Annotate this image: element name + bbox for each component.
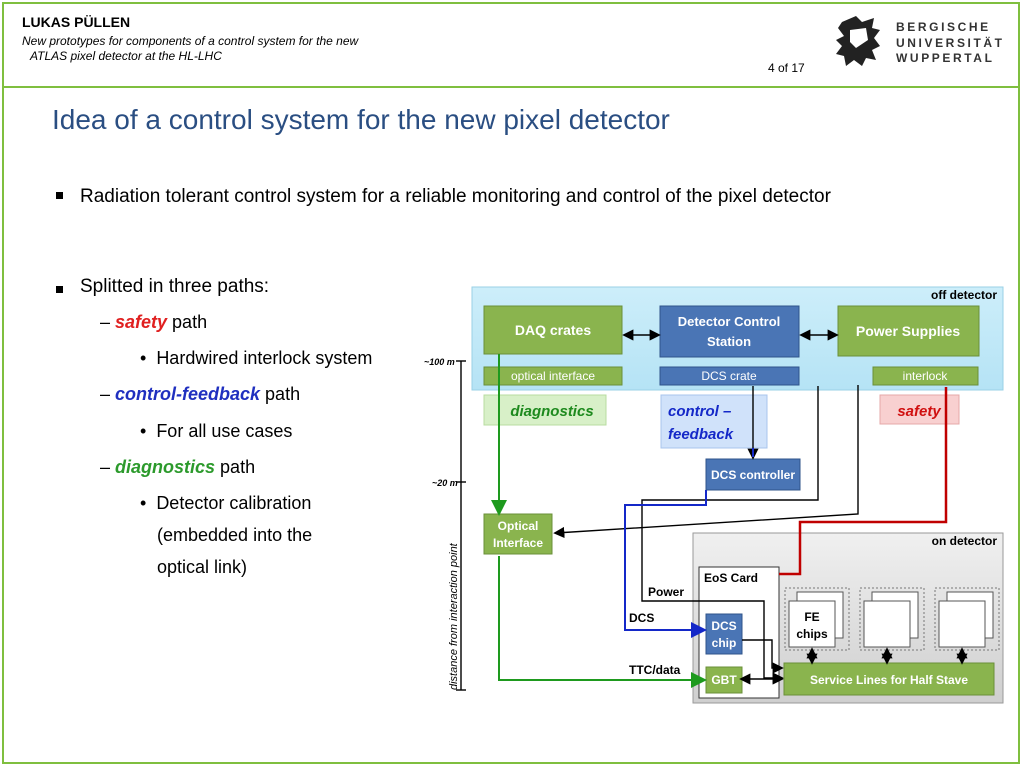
ttc-data-label: TTC/data — [629, 663, 681, 677]
dcs-station-box — [659, 305, 800, 358]
daq-crates-label: DAQ crates — [515, 322, 591, 338]
on-detector-label: on detector — [932, 534, 998, 548]
diagnostics-path — [491, 354, 707, 688]
safety-path — [779, 387, 948, 576]
logo-line-2: UNIVERSITÄT — [896, 35, 1005, 50]
power-supplies-label: Power Supplies — [856, 323, 960, 339]
control-feedback-path — [624, 448, 754, 638]
safety-item-text: Hardwired interlock system — [156, 348, 373, 368]
cf-emphasis: control-feedback — [115, 384, 261, 404]
fe-chip-group-1: FE chips — [784, 587, 850, 651]
dcs-crate-label: DCS crate — [701, 369, 757, 383]
logo-line-1: BERGISCHE — [896, 20, 991, 34]
distance-20m-label: ~20 m — [432, 478, 458, 488]
control-feedback-tag — [660, 394, 768, 449]
sub-diagnostics: – diagnostics path — [100, 457, 256, 477]
daq-crates-box — [483, 305, 623, 355]
dcs-station-label-2: Station — [707, 334, 751, 349]
bullet-three-paths: Splitted in three paths: — [80, 276, 270, 297]
distance-axis-label: distance from interaction point — [448, 542, 460, 690]
optical-interface-bar — [483, 366, 623, 386]
safety-rest: path — [167, 312, 208, 332]
fe-chip-group-2 — [859, 587, 925, 651]
cf-item-text: For all use cases — [156, 421, 293, 441]
dcs-controller-label: DCS controller — [711, 468, 795, 482]
optical-interface-bar-label: optical interface — [511, 369, 595, 383]
dcs-crate-bar — [659, 366, 800, 386]
fe-chips-label-1: FE — [804, 610, 819, 624]
slide-title: Idea of a control system for the new pix… — [52, 104, 670, 135]
service-lines-label: Service Lines for Half Stave — [810, 673, 968, 687]
service-lines-box — [783, 662, 995, 696]
talk-title-line-1: New prototypes for components of a contr… — [22, 34, 359, 48]
logo-line-3: WUPPERTAL — [896, 51, 995, 65]
control-feedback-label-2: feedback — [668, 426, 734, 443]
page-number: 4 of 17 — [768, 61, 805, 75]
control-feedback-label-1: control – — [668, 403, 731, 420]
sub-safety: – safety path — [100, 312, 208, 332]
diag-item-text-1: Detector calibration — [156, 493, 312, 513]
sub-safety-item: • Hardwired interlock system — [140, 348, 373, 368]
bullet-radiation: Radiation tolerant control system for a … — [80, 186, 831, 207]
power-supplies-box — [837, 305, 980, 357]
dcs-chip-label-1: DCS — [711, 619, 736, 633]
diagnostics-tag-label: diagnostics — [510, 403, 593, 420]
cf-rest: path — [260, 384, 301, 404]
diag-item-text-3: optical link) — [157, 557, 248, 577]
bullet-square-icon — [56, 192, 63, 199]
header-divider — [4, 86, 1018, 88]
fe-chips-label-2: chips — [796, 627, 828, 641]
interlock-label: interlock — [903, 369, 949, 383]
dcs-station-label-1: Detector Control — [678, 314, 781, 329]
fe-chip-group-3 — [934, 587, 1000, 651]
dcs-path-label: DCS — [629, 611, 654, 625]
diag-item-text-2: (embedded into the — [157, 525, 313, 545]
optical-interface-label-1: Optical — [498, 519, 539, 533]
safety-emphasis: safety — [115, 312, 168, 332]
author-name: LUKAS PÜLLEN — [22, 14, 131, 30]
sub-cf-item: • For all use cases — [140, 421, 293, 441]
off-detector-label: off detector — [931, 288, 997, 302]
interlock-bar — [872, 366, 979, 386]
distance-axis: ~100 m ~20 m distance from interaction p… — [424, 357, 466, 691]
bullet-square-icon — [56, 286, 63, 293]
diag-emphasis: diagnostics — [115, 457, 216, 477]
power-label: Power — [648, 585, 684, 599]
diag-rest: path — [215, 457, 256, 477]
distance-100m-label: ~100 m — [424, 357, 455, 367]
power-connections — [553, 329, 968, 685]
talk-title-line-2: ATLAS pixel detector at the HL-LHC — [30, 49, 222, 63]
eos-card-label: EoS Card — [704, 571, 758, 585]
dcs-chip-label-2: chip — [712, 636, 737, 650]
optical-interface-label-2: Interface — [493, 536, 543, 550]
university-name: BERGISCHE UNIVERSITÄT WUPPERTAL — [896, 20, 1005, 67]
diagnostics-tag — [483, 394, 607, 426]
sub-diag-item: • Detector calibration — [140, 493, 312, 513]
dcs-controller-box — [705, 458, 801, 491]
safety-tag-label: safety — [897, 403, 941, 420]
optical-interface-box — [483, 513, 553, 555]
sub-control-feedback: – control-feedback path — [100, 384, 301, 404]
gbt-label: GBT — [711, 673, 737, 687]
dcs-chip-box — [705, 613, 743, 655]
